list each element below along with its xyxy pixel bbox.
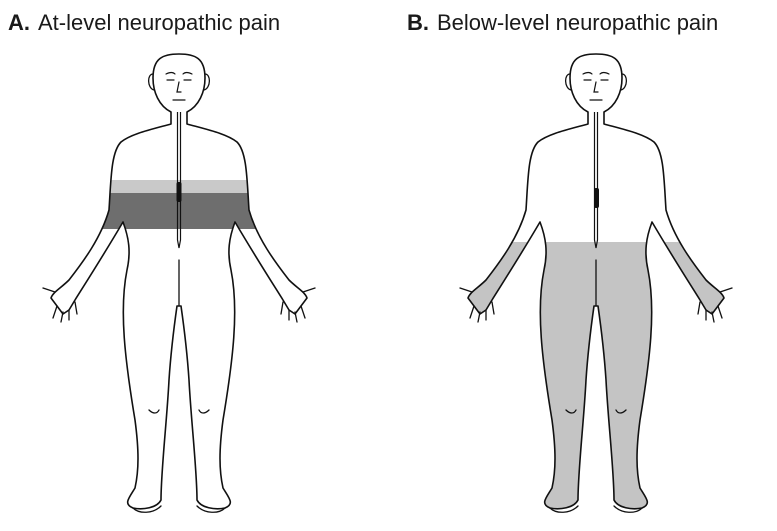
panel-a-lesion-marker xyxy=(177,182,182,202)
panel-a-figure xyxy=(43,54,315,512)
panel-b-lesion-marker xyxy=(594,188,599,208)
panel-b-figure xyxy=(440,54,760,531)
